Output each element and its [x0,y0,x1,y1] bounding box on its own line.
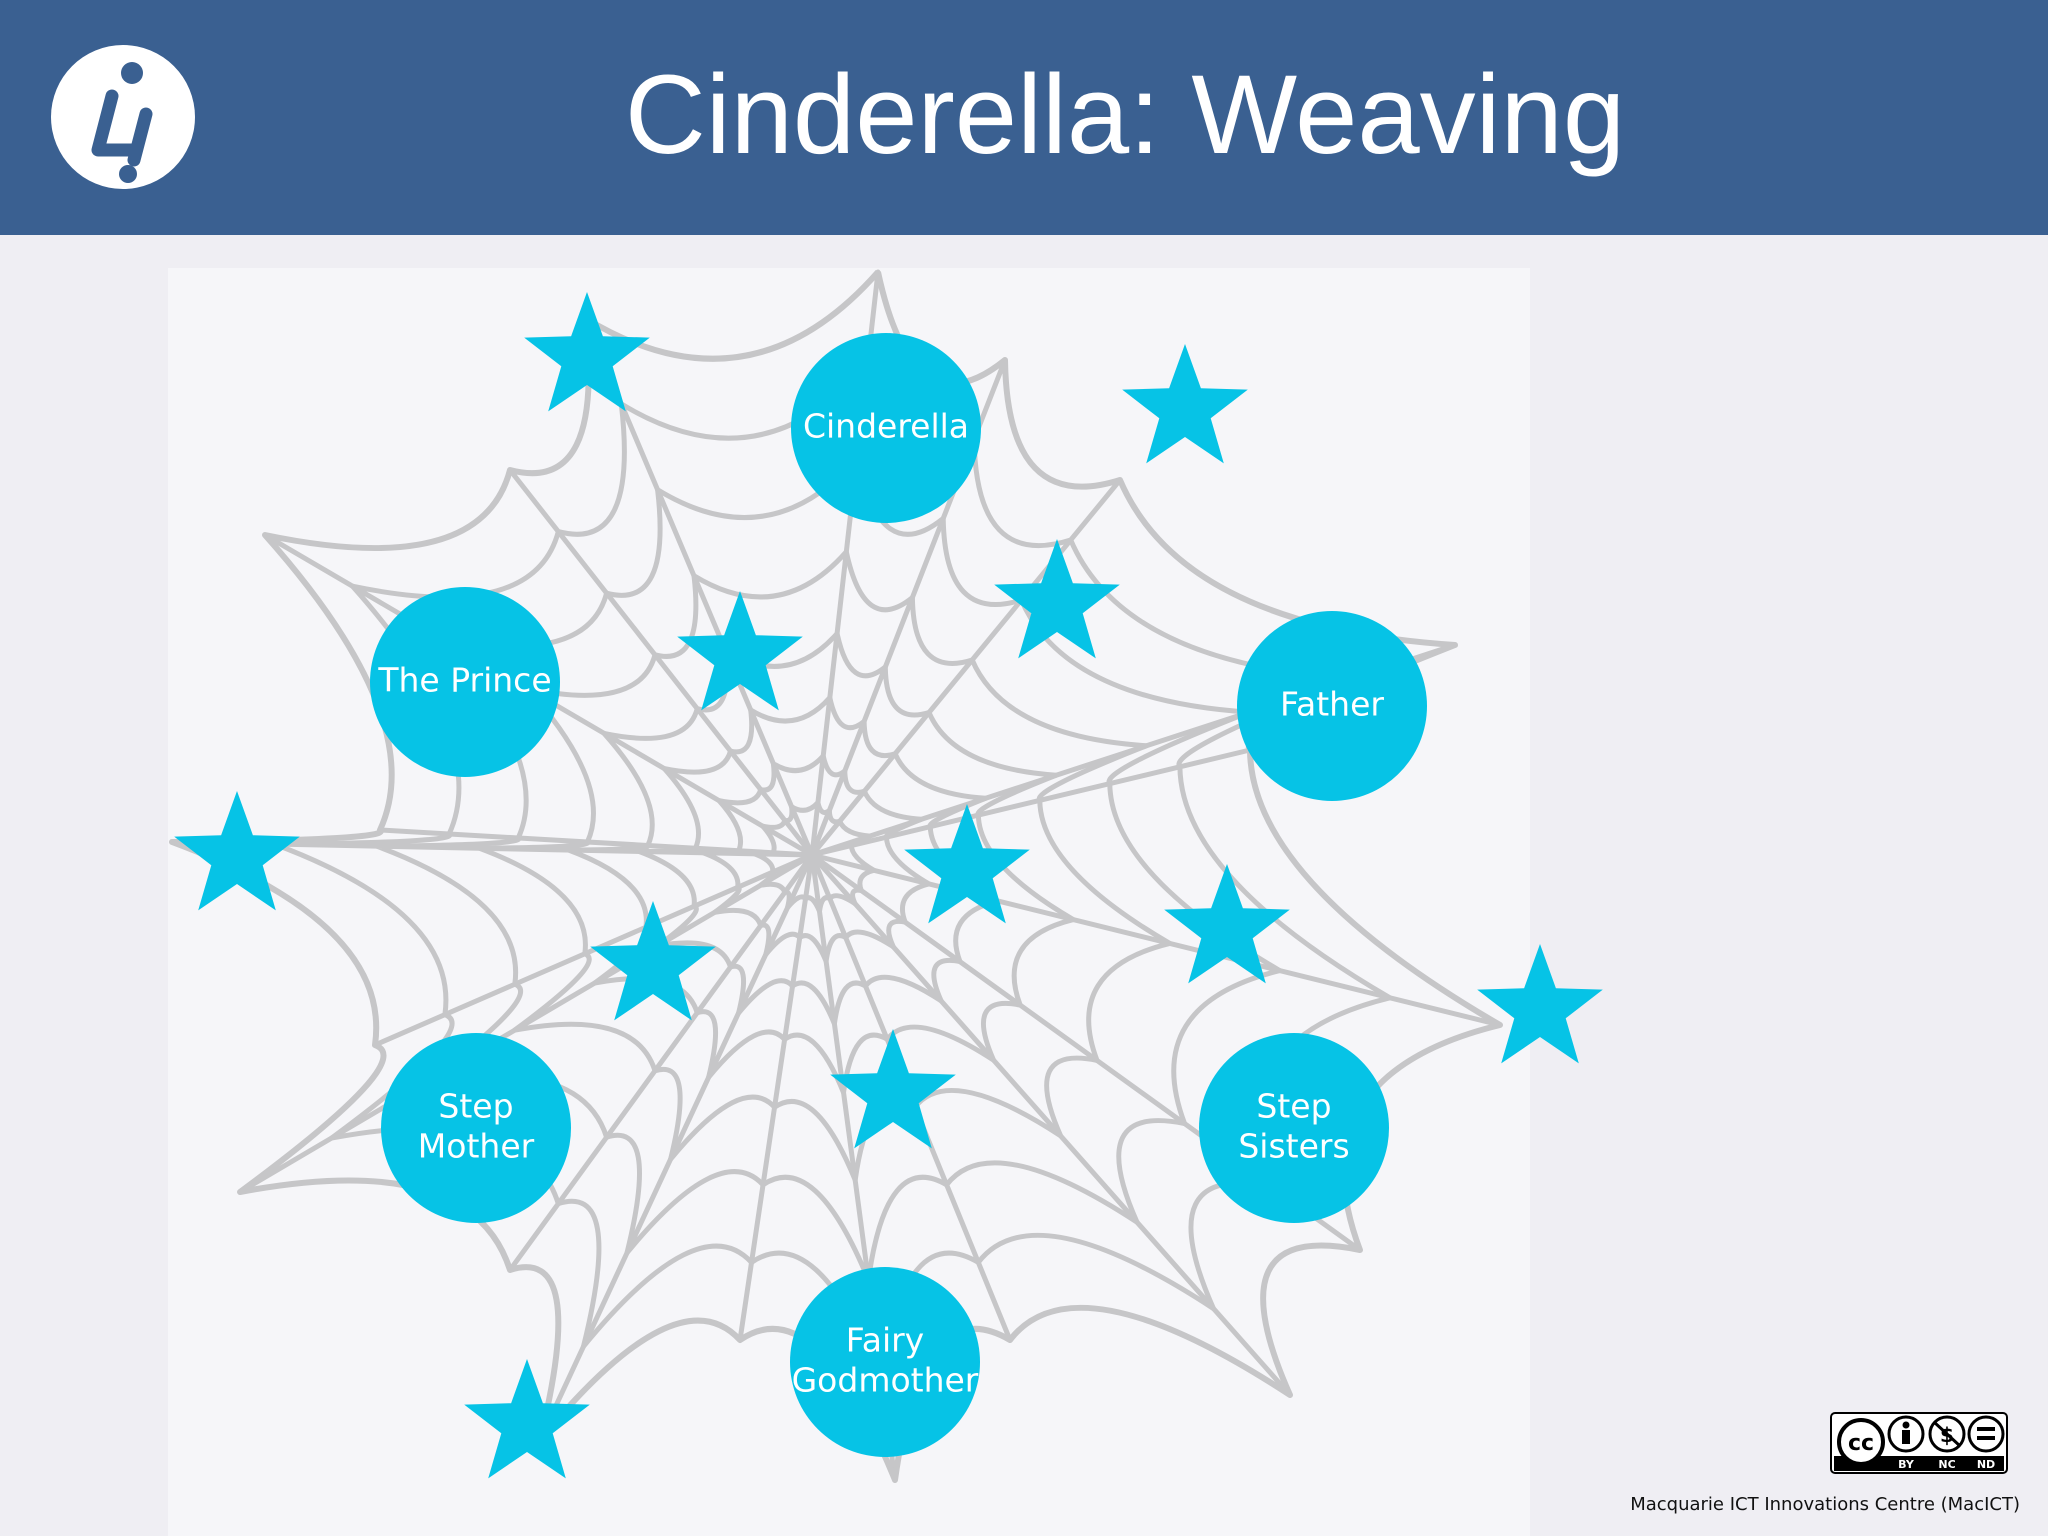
web-spoke [507,852,815,1273]
node-circle [1199,1033,1389,1223]
node-label: Godmother [792,1361,979,1400]
star-icon [1477,944,1603,1064]
cc-by-nc-nd-icon: cc $ BY NC ND [1830,1412,2008,1474]
star-icon [904,804,1030,924]
node-circle [1237,611,1427,801]
credit-text: Macquarie ICT Innovations Centre (MacICT… [1630,1494,2020,1515]
node-label: Sisters [1238,1127,1349,1166]
stars [174,292,1603,1479]
web-center [803,846,821,864]
node-circle [790,1267,980,1457]
cc-label-nc: NC [1938,1458,1955,1471]
title-bar: Cinderella: Weaving [0,0,2048,235]
info-logo-icon [51,45,195,189]
web-spoke [372,852,815,1048]
star-icon [677,591,803,711]
node-label: The Prince [377,661,551,700]
svg-text:cc: cc [1848,1431,1874,1456]
web-ring [751,800,877,914]
star-icon [174,791,300,911]
cc-label-by: BY [1898,1458,1915,1471]
node-label: Father [1280,685,1384,724]
star-icon [464,1359,590,1479]
node-the-prince: The Prince [370,587,560,777]
node-label: Step [438,1087,513,1126]
star-icon [590,901,716,1021]
node-cinderella: Cinderella [791,333,981,523]
web-ring [636,695,1001,1027]
star-icon [1122,344,1248,464]
star-icon [1164,864,1290,984]
page-title: Cinderella: Weaving [624,52,1626,177]
web-ring [476,550,1173,1183]
node-circle [381,1033,571,1223]
star-icon [830,1029,956,1149]
star-icon [994,539,1120,659]
node-circle [791,333,981,523]
node-label: Cinderella [803,407,969,446]
web-ring [566,631,1076,1095]
node-father: Father [1237,611,1427,801]
star-icon [524,292,650,412]
node-label: Step [1256,1087,1331,1126]
web-ring [700,754,932,964]
node-label: Fairy [846,1321,924,1360]
node-circle [370,587,560,777]
cc-label-nd: ND [1977,1458,1995,1471]
node-label: Mother [418,1127,535,1166]
web-ring [271,363,1393,1383]
